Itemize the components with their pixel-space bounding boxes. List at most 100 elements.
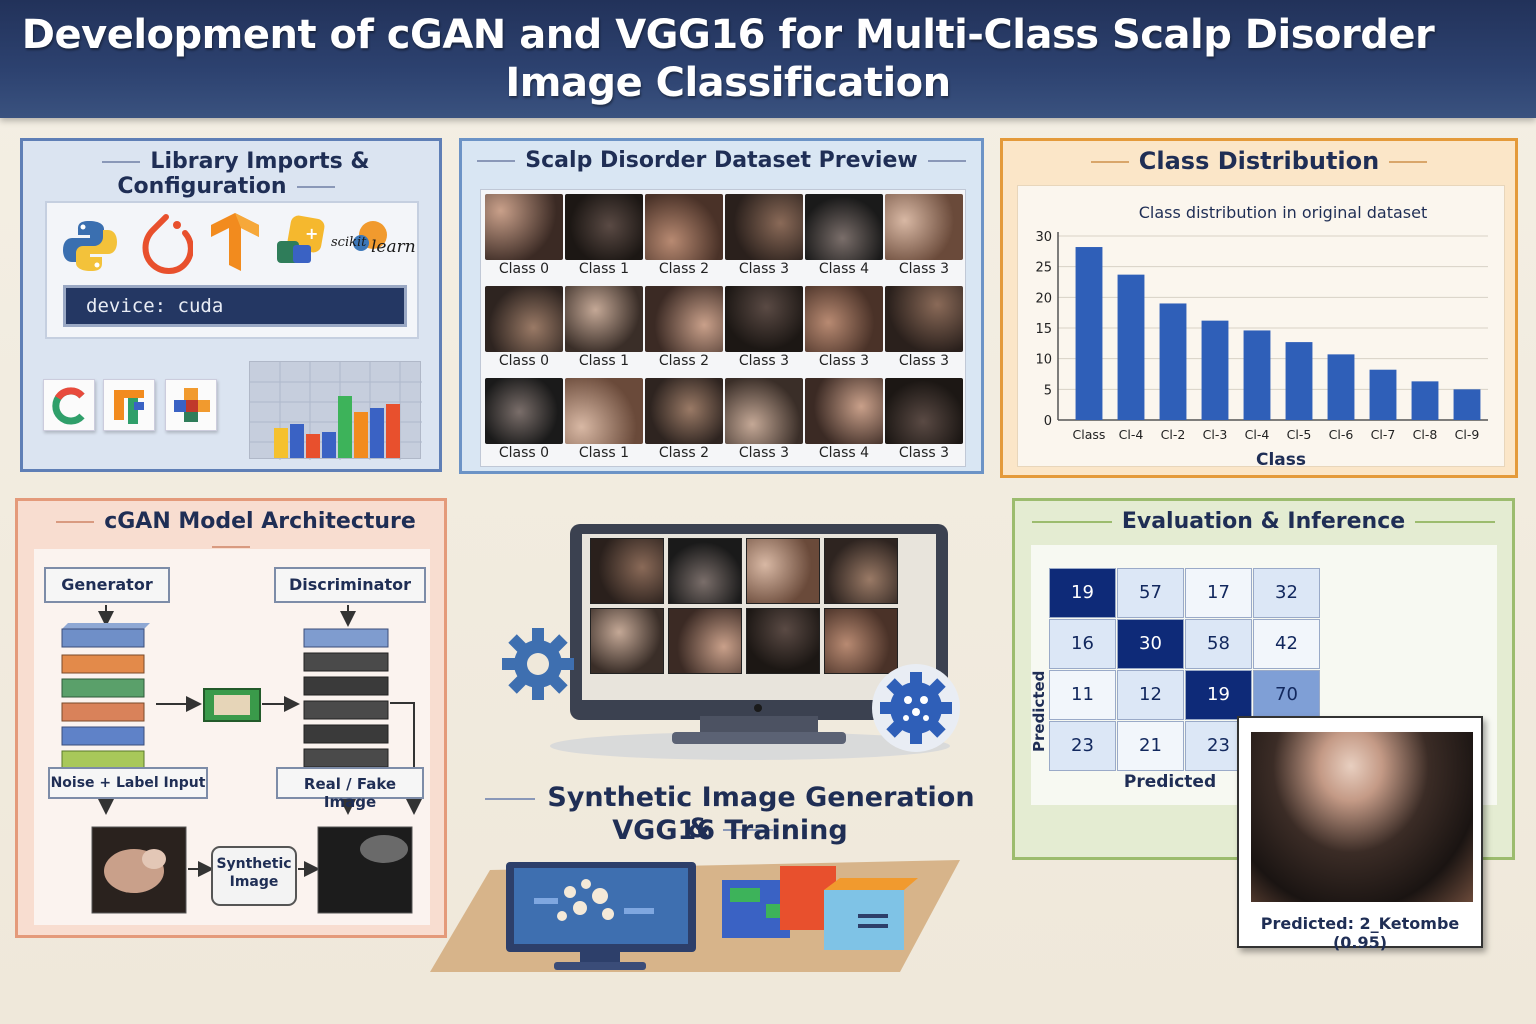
prediction-card: Predicted: 2_Ketombe (0.95) [1237,716,1483,952]
y-tick-label: 25 [1035,261,1052,276]
cgan-diagram: Generator Discriminator [34,549,430,925]
bar [1075,247,1103,420]
dataset-sample: Class 0 [485,194,563,282]
header-banner: Development of cGAN and VGG16 for Multi-… [0,0,1536,118]
cm-cell: 32 [1253,568,1320,618]
gear-icon [502,628,574,700]
library-panel: Library Imports & Configuration + [20,138,442,472]
cgan-flow-diagram [61,605,422,914]
bar [1369,369,1397,420]
tensorflow-logo-icon [211,213,259,271]
c-language-icon [43,379,95,431]
page-title-line-2: Image Classification [505,60,951,106]
tensorflow-chip-icon [103,379,155,431]
dataset-sample: Class 2 [645,194,723,282]
cm-cell: 23 [1049,721,1116,771]
scalp-image [885,194,963,260]
library-logos-box: + scikit learn device: cuda [45,201,419,339]
sample-class-label: Class 1 [578,353,630,369]
dataset-sample: Class 1 [565,378,643,466]
class-distribution-panel: Class Distribution Class distribution in… [1000,138,1518,478]
y-tick-label: 15 [1035,322,1052,337]
sample-class-label: Class 4 [818,261,870,277]
dataset-panel: Scalp Disorder Dataset Preview Class 0 Cl… [459,138,984,474]
x-tick-label: Cl-3 [1203,427,1228,442]
dataset-sample: Class 3 [885,378,963,466]
monitor-scalp-image [590,538,664,604]
class-distribution-title: Class Distribution [1003,147,1515,175]
cm-cell: 70 [1253,670,1320,720]
bar [1159,303,1187,420]
cm-cell: 30 [1117,619,1184,669]
scalp-image [645,286,723,352]
monitor-scalp-image [824,608,898,674]
cm-cell: 21 [1117,721,1184,771]
prediction-text: Predicted: 2_Ketombe (0.95) [1260,914,1460,952]
sample-class-label: Class 3 [738,261,790,277]
sample-class-label: Class 3 [898,445,950,461]
generator-label: Generator [44,567,170,603]
dataset-sample: Class 2 [645,378,723,466]
x-tick-label: Cl-9 [1455,427,1480,442]
cm-cell: 42 [1253,619,1320,669]
cm-x-axis-label: Predicted [1123,772,1217,792]
monitor-scalp-image [668,608,742,674]
dataset-sample: Class 3 [725,378,803,466]
scalp-image [485,194,563,260]
x-axis-label: Class [1256,450,1306,468]
dataset-panel-title: Scalp Disorder Dataset Preview [462,148,981,173]
sample-class-label: Class 2 [658,445,710,461]
scalp-image [725,378,803,444]
bar [1117,274,1145,420]
sample-class-label: Class 3 [898,261,950,277]
cm-cell: 57 [1117,568,1184,618]
y-tick-label: 0 [1044,414,1052,429]
cgan-panel-title: cGAN Model Architecture [18,509,444,559]
scalp-image [805,378,883,444]
y-tick-label: 5 [1044,383,1052,398]
monitor-scalp-image [746,538,820,604]
monitor-scalp-image [668,538,742,604]
page-title-line-1: Development of cGAN and VGG16 for Multi-… [21,12,1435,58]
sample-class-label: Class 3 [818,353,870,369]
cm-cell: 19 [1185,670,1252,720]
dataset-sample: Class 1 [565,194,643,282]
dataset-sample: Class 1 [565,286,643,374]
pytorch-logo-icon [142,214,193,274]
sample-class-label: Class 0 [498,353,550,369]
discriminator-label: Discriminator [274,567,426,603]
dataset-sample: Class 3 [805,286,883,374]
sample-class-label: Class 4 [818,445,870,461]
scalp-image [725,286,803,352]
desk-illustration [430,856,970,976]
scalp-image [485,378,563,444]
blocks-chip-icon [165,379,217,431]
sample-class-label: Class 0 [498,445,550,461]
sklearn-logo-icon: scikit learn [331,217,417,263]
cm-cell: 58 [1185,619,1252,669]
dataset-sample: Class 4 [805,378,883,466]
synthetic-image-label: Synthetic Image [216,856,292,890]
scalp-image [805,286,883,352]
neural-gear-icon [872,664,960,752]
center-title-line-1: Synthetic Image Generation & [470,782,990,844]
dataset-sample: Class 4 [805,194,883,282]
x-tick-label: Cl-4 [1119,427,1144,442]
scalp-image [565,286,643,352]
monitor-illustration [500,520,970,760]
sample-class-label: Class 1 [578,261,630,277]
y-tick-label: 20 [1035,291,1052,306]
dataset-sample: Class 0 [485,378,563,466]
x-tick-label: Cl-4 [1245,427,1270,442]
cm-cell: 17 [1185,568,1252,618]
scalp-image [645,194,723,260]
center-title-line-2: VGG16 Training [612,815,848,846]
dataset-sample: Class 3 [885,286,963,374]
prediction-scalp-image [1251,732,1473,902]
cgan-panel: cGAN Model Architecture Generator Discri… [15,498,447,938]
sample-class-label: Class 1 [578,445,630,461]
bar [1327,354,1355,420]
x-tick-label: Cl-7 [1371,427,1396,442]
scalp-image [885,286,963,352]
